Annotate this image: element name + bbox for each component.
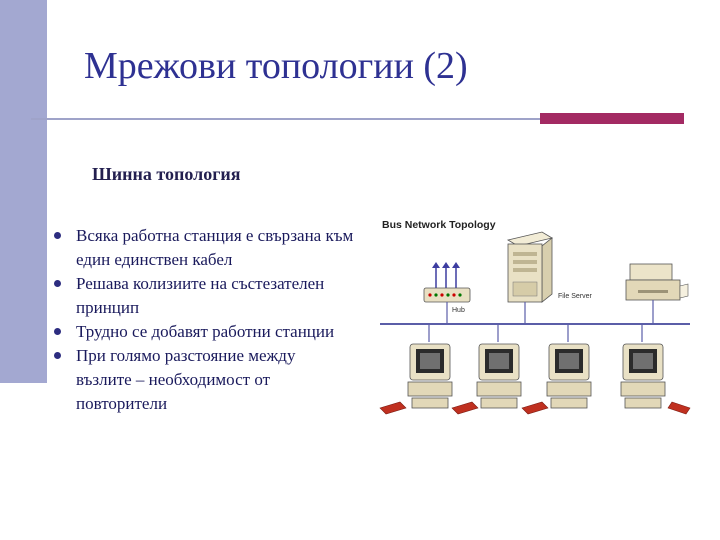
workstation-icon bbox=[521, 324, 592, 415]
left-accent-bar bbox=[0, 0, 47, 383]
diagram-title: Bus Network Topology bbox=[382, 219, 496, 231]
bullet-item: При голямо разстояние между възлите – не… bbox=[54, 344, 354, 416]
bullet-item: Трудно се добавят работни станции bbox=[54, 320, 354, 344]
printer-icon bbox=[625, 263, 689, 301]
bullet-dot-icon bbox=[54, 232, 61, 239]
bullet-list: Всяка работна станция е свързана към еди… bbox=[54, 224, 354, 416]
file-server-icon bbox=[506, 231, 554, 303]
bullet-dot-icon bbox=[54, 328, 61, 335]
bullet-dot-icon bbox=[54, 280, 61, 287]
bullet-dot-icon bbox=[54, 352, 61, 359]
file-server-label: File Server bbox=[558, 293, 593, 300]
hub-icon bbox=[423, 262, 471, 303]
bullet-item: Всяка работна станция е свързана към еди… bbox=[54, 224, 354, 272]
bullet-item: Решава колизиите на състезателен принцип bbox=[54, 272, 354, 320]
workstation-icon bbox=[379, 324, 453, 415]
workstation-icon bbox=[620, 324, 691, 415]
slide-title: Мрежови топологии (2) bbox=[84, 45, 468, 87]
title-rule-accent bbox=[540, 113, 684, 124]
workstation-icon bbox=[451, 324, 522, 415]
title-rule-line bbox=[31, 118, 540, 120]
hub-label: Hub bbox=[452, 307, 465, 314]
slide-subtitle: Шинна топология bbox=[92, 164, 241, 184]
bus-topology-diagram: Bus Network Topology Hub File Server bbox=[379, 219, 691, 415]
